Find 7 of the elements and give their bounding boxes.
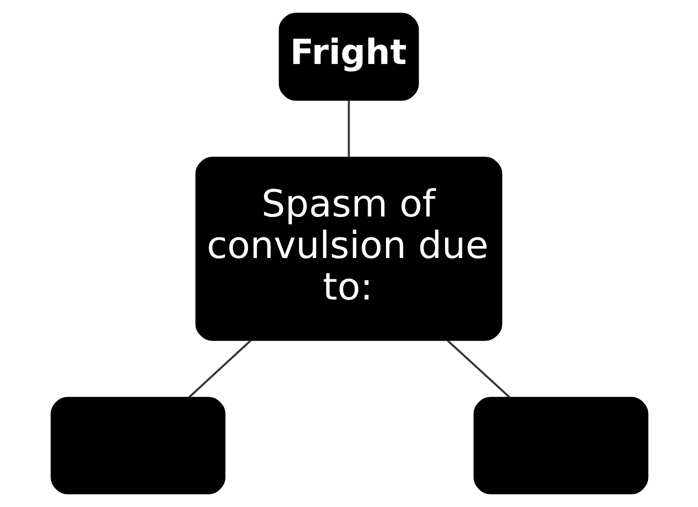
connector bbox=[188, 340, 252, 398]
node-box bbox=[473, 396, 648, 494]
node-box: Fright bbox=[278, 12, 418, 101]
node-box bbox=[50, 396, 225, 494]
connector bbox=[347, 100, 350, 158]
connector bbox=[446, 340, 510, 398]
node-box: Spasm of convulsion due to: bbox=[194, 156, 502, 341]
